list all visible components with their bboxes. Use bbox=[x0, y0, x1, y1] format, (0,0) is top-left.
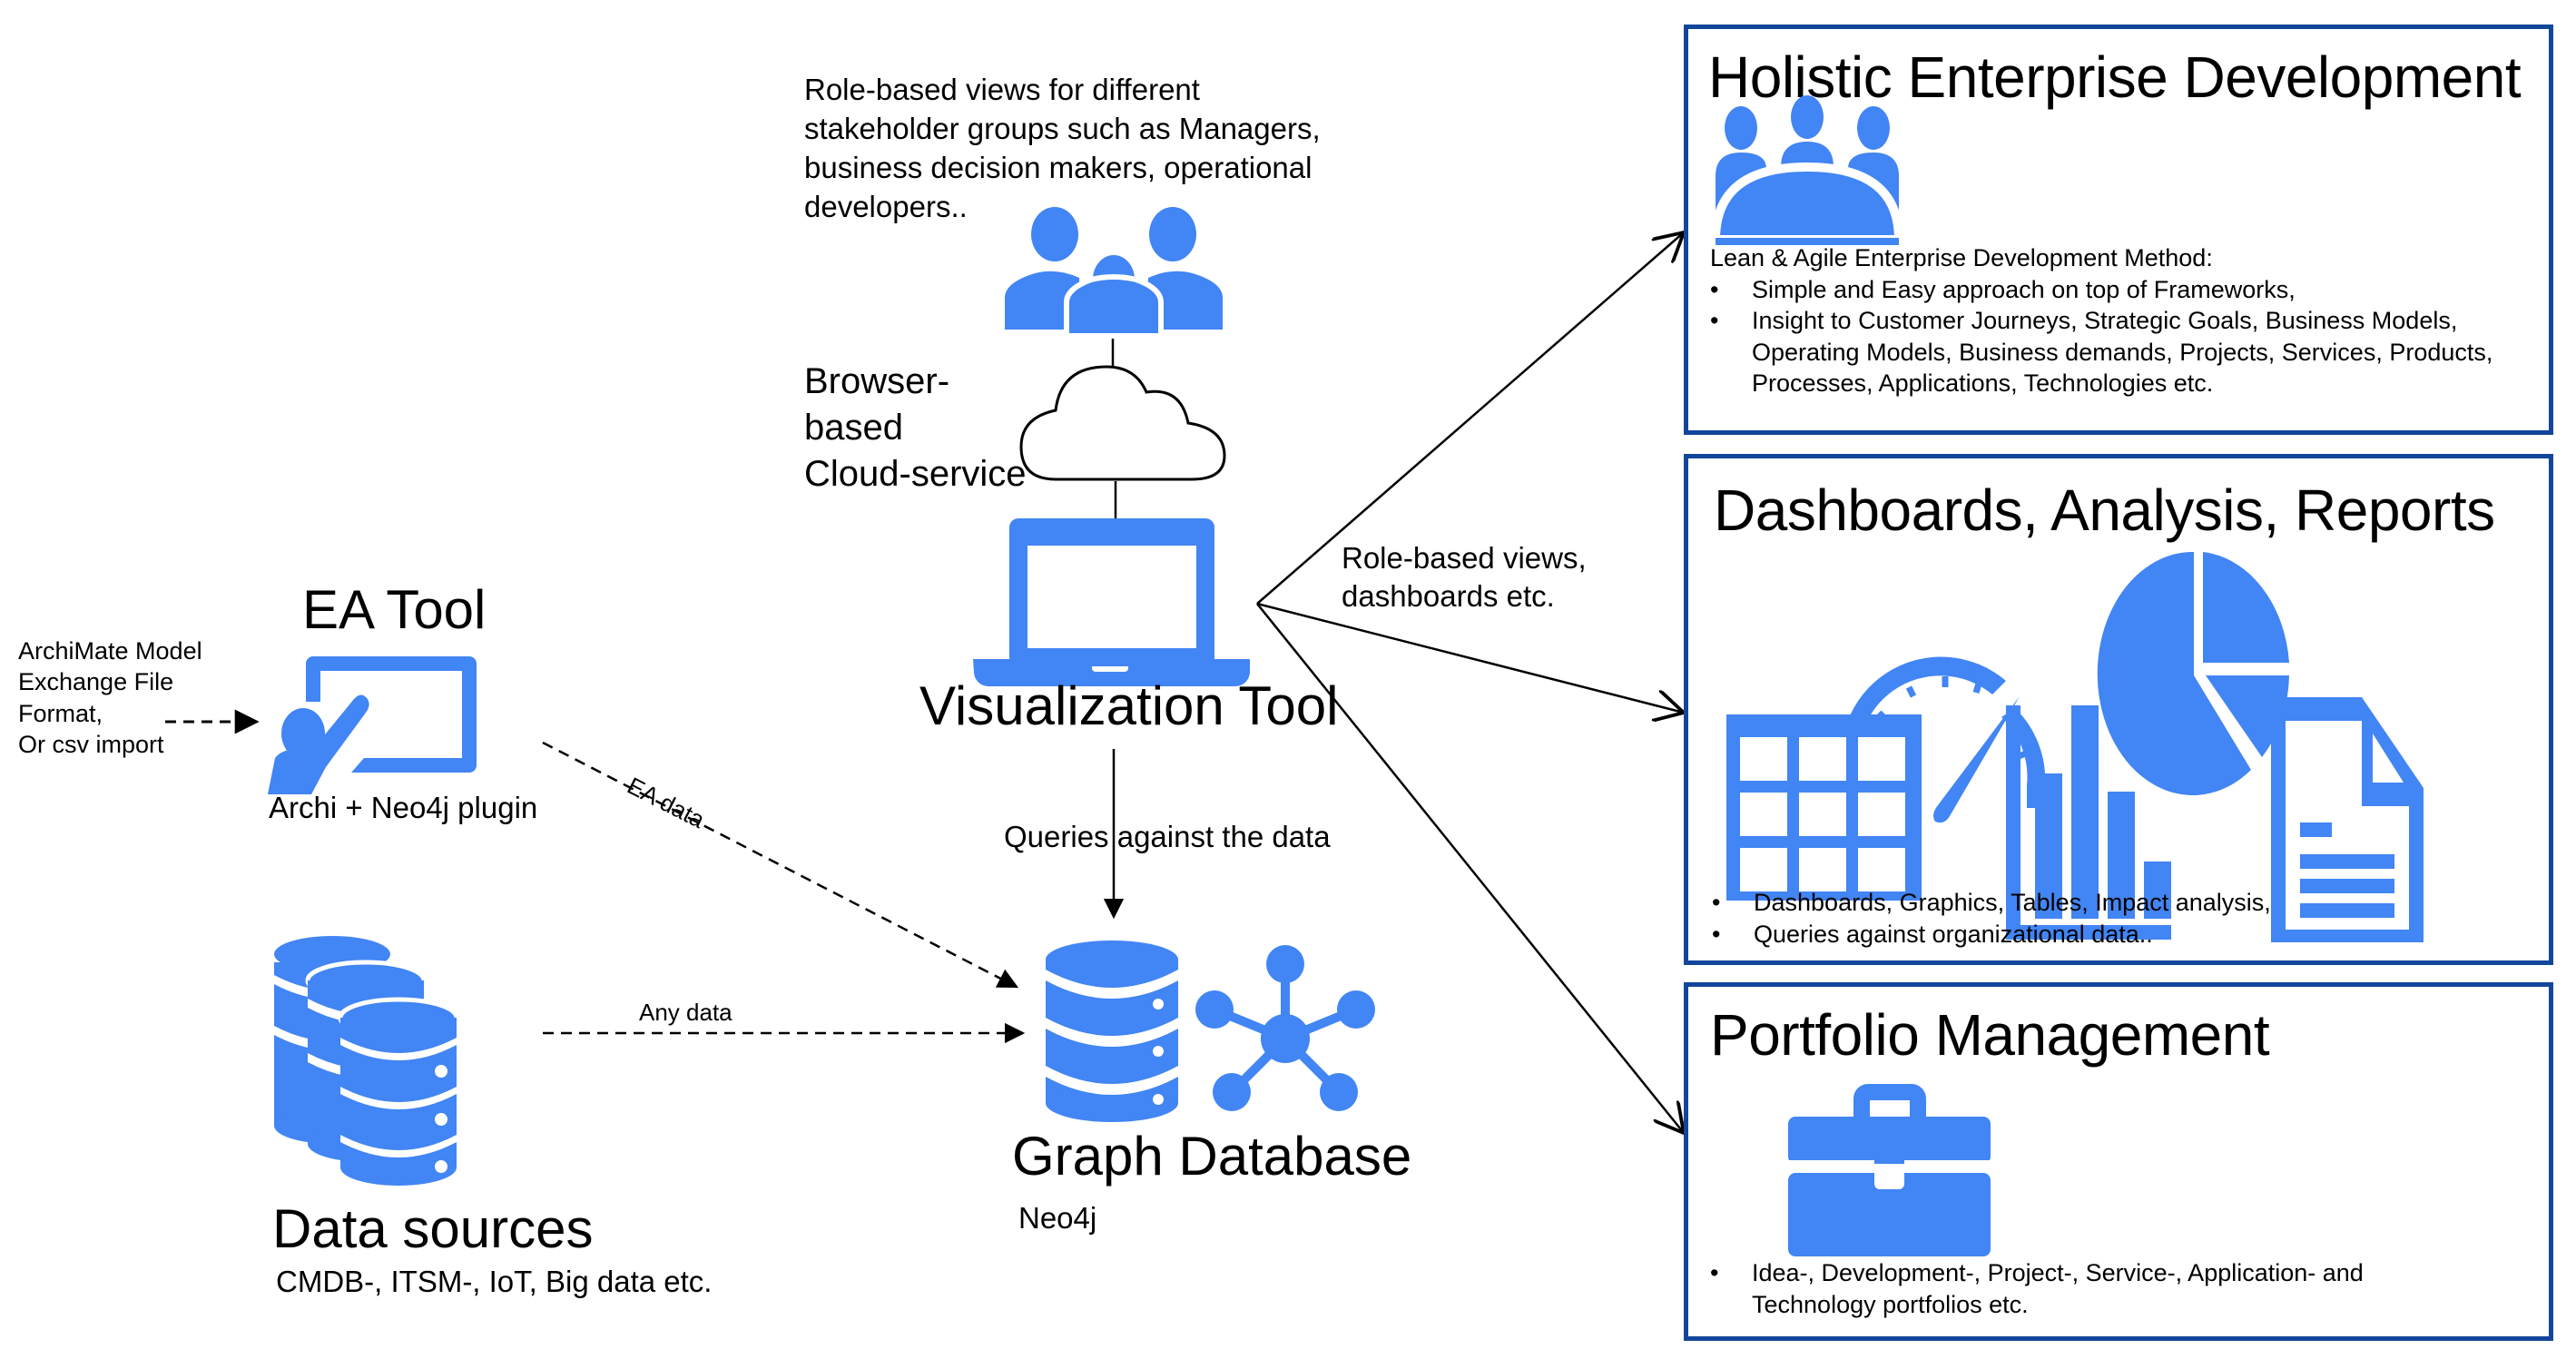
stakeholder-description-line: developers.. bbox=[804, 189, 968, 223]
cloud-label-line: Browser- bbox=[804, 361, 950, 401]
dashboards-body: Dashboards, Graphics, Tables, Impact ana… bbox=[1712, 887, 2529, 950]
presenter-board-icon[interactable] bbox=[268, 649, 486, 803]
dashboards-bullet: Dashboards, Graphics, Tables, Impact ana… bbox=[1712, 887, 2529, 919]
portfolio-box[interactable]: Portfolio Management Idea-, Development-… bbox=[1684, 982, 2553, 1341]
user-group-icon[interactable] bbox=[1005, 207, 1223, 339]
import-format-label: ArchiMate Model Exchange File Format, Or… bbox=[18, 635, 202, 760]
portfolio-bullet: Idea-, Development-, Project-, Service-,… bbox=[1710, 1257, 2400, 1320]
laptop-icon[interactable] bbox=[973, 517, 1254, 688]
portfolio-title: Portfolio Management bbox=[1710, 1002, 2270, 1068]
portfolio-body: Idea-, Development-, Project-, Service-,… bbox=[1710, 1257, 2400, 1320]
dashboards-box[interactable]: Dashboards, Analysis, Reports bbox=[1684, 454, 2553, 965]
graph-database-subtitle: Neo4j bbox=[1018, 1201, 1097, 1235]
holistic-enterprise-body: Lean & Agile Enterprise Development Meth… bbox=[1710, 242, 2545, 399]
data-sources-title: Data sources bbox=[272, 1198, 594, 1259]
cloud-label-line: based bbox=[804, 407, 903, 448]
dashboards-title: Dashboards, Analysis, Reports bbox=[1714, 478, 2495, 543]
table-icon bbox=[1726, 714, 1922, 901]
document-icon bbox=[2271, 697, 2424, 942]
graph-database-title: Graph Database bbox=[1012, 1126, 1412, 1187]
queries-label: Queries against the data bbox=[1004, 820, 1331, 853]
briefcase-icon bbox=[1788, 1084, 1991, 1256]
ea-data-arrow bbox=[542, 741, 1019, 989]
ea-tool-caption: Archi + Neo4j plugin bbox=[269, 791, 538, 824]
ea-tool-title: EA Tool bbox=[302, 579, 487, 640]
arrow-to-holistic bbox=[1256, 232, 1684, 605]
database-icon[interactable] bbox=[1044, 940, 1180, 1123]
team-meeting-icon bbox=[1710, 95, 1904, 245]
any-data-label: Any data bbox=[639, 999, 732, 1026]
import-label-line: ArchiMate Model bbox=[18, 637, 202, 665]
import-label-line: Or csv import bbox=[18, 730, 164, 758]
dashboards-bullet: Queries against organizational data.. bbox=[1712, 919, 2529, 950]
stakeholder-description-line: Role-based views for different bbox=[804, 73, 1200, 106]
role-views-label: Role-based views, dashboards etc. bbox=[1342, 539, 1587, 616]
role-views-label-line: dashboards etc. bbox=[1342, 578, 1555, 613]
holistic-enterprise-box[interactable]: Holistic Enterprise Development Lean & A… bbox=[1684, 25, 2553, 435]
holistic-bullet: Simple and Easy approach on top of Frame… bbox=[1710, 274, 2545, 306]
arrow-to-dashboards bbox=[1256, 602, 1684, 713]
holistic-enterprise-title: Holistic Enterprise Development bbox=[1708, 44, 2522, 110]
arrow-to-portfolio bbox=[1256, 603, 1684, 1133]
holistic-bullet: Insight to Customer Journeys, Strategic … bbox=[1710, 305, 2545, 399]
import-label-line: Exchange File bbox=[18, 668, 174, 696]
stakeholder-description: Role-based views for different stakehold… bbox=[804, 71, 1321, 227]
holistic-intro: Lean & Agile Enterprise Development Meth… bbox=[1710, 244, 2213, 271]
data-sources-caption: CMDB-, ITSM-, IoT, Big data etc. bbox=[276, 1265, 713, 1298]
graph-network-icon[interactable] bbox=[1195, 944, 1376, 1117]
visualization-tool-title: Visualization Tool bbox=[919, 675, 1339, 736]
database-stack-icon[interactable] bbox=[274, 935, 465, 1198]
pie-chart-icon bbox=[2097, 551, 2289, 795]
cloud-label-line: Cloud-service bbox=[804, 453, 1027, 494]
import-label-line: Format, bbox=[18, 699, 103, 727]
stakeholder-description-line: stakeholder groups such as Managers, bbox=[804, 111, 1321, 145]
role-views-label-line: Role-based views, bbox=[1342, 541, 1587, 575]
cloud-label: Browser- based Cloud-service bbox=[804, 359, 1027, 497]
stakeholder-description-line: business decision makers, operational bbox=[804, 150, 1313, 184]
cloud-icon[interactable] bbox=[1019, 365, 1228, 483]
